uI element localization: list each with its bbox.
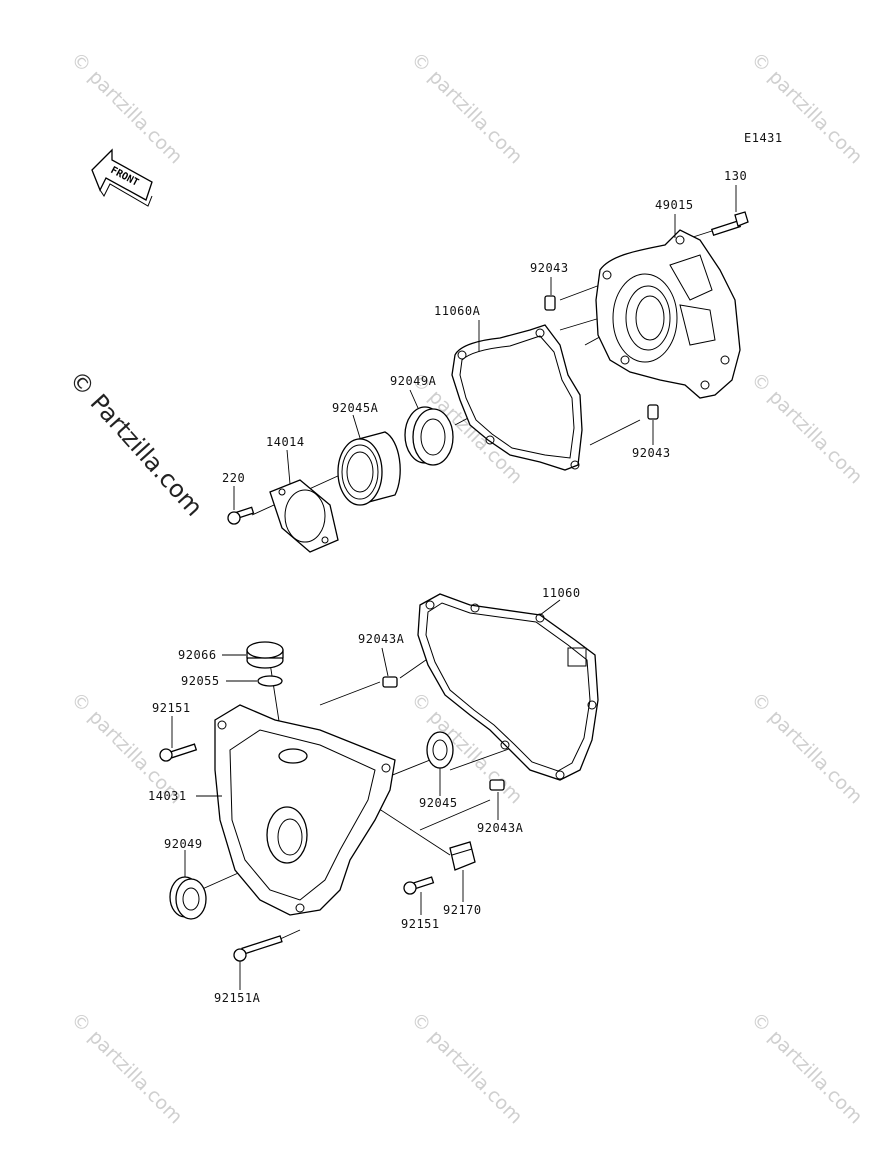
label-14031[interactable]: 14031 — [148, 789, 187, 803]
label-14014[interactable]: 14014 — [266, 435, 305, 449]
label-220[interactable]: 220 — [222, 471, 245, 485]
dowel-92043A-top[interactable] — [382, 676, 398, 688]
label-92043A-bottom[interactable]: 92043A — [477, 821, 524, 835]
dowel-92043-bottom[interactable] — [647, 404, 659, 420]
rear-case-cover-49015[interactable] — [595, 229, 741, 399]
watermarks: © partzilla.com © partzilla.com © partzi… — [64, 48, 867, 1128]
label-92151A[interactable]: 92151A — [214, 991, 261, 1005]
watermark: © partzilla.com — [406, 48, 526, 168]
clamp-92170[interactable] — [449, 841, 476, 871]
label-49015[interactable]: 49015 — [655, 198, 694, 212]
plug-92066[interactable] — [246, 641, 284, 669]
diagram-code: E1431 — [744, 131, 783, 145]
bolt-220[interactable] — [227, 506, 255, 525]
label-92151-bottom[interactable]: 92151 — [401, 917, 440, 931]
cover-plate-14014[interactable] — [269, 479, 339, 553]
label-92170[interactable]: 92170 — [443, 903, 482, 917]
bolt-92151-bottom[interactable] — [403, 876, 435, 895]
oil-seal-92049A[interactable] — [404, 406, 454, 466]
watermark: © partzilla.com — [746, 688, 866, 808]
o-ring-92055[interactable] — [257, 675, 283, 687]
dowel-92043-top[interactable] — [544, 295, 556, 311]
label-92043-bottom[interactable]: 92043 — [632, 446, 671, 460]
gasket-11060A[interactable] — [451, 324, 583, 471]
bearing-92045A[interactable] — [337, 431, 401, 506]
label-92045[interactable]: 92045 — [419, 796, 458, 810]
watermark: © partzilla.com — [66, 1008, 186, 1128]
label-92055[interactable]: 92055 — [181, 674, 220, 688]
bearing-92045[interactable] — [426, 731, 454, 769]
watermark-main: © Partzilla.com — [64, 365, 209, 521]
label-92043A-top[interactable]: 92043A — [358, 632, 405, 646]
watermark: © partzilla.com — [746, 1008, 866, 1128]
watermark: © partzilla.com — [66, 48, 186, 168]
label-92151-left[interactable]: 92151 — [152, 701, 191, 715]
watermark: © partzilla.com — [746, 48, 866, 168]
bolt-92151A[interactable] — [233, 935, 283, 962]
watermark: © partzilla.com — [746, 368, 866, 488]
part-labels: 130 49015 92043 11060A 92049A 92045A 140… — [148, 169, 747, 1005]
label-92043-top[interactable]: 92043 — [530, 261, 569, 275]
label-92049[interactable]: 92049 — [164, 837, 203, 851]
label-11060A[interactable]: 11060A — [434, 304, 481, 318]
gasket-11060[interactable] — [417, 593, 599, 781]
right-crankcase-cover-14031[interactable] — [214, 704, 396, 916]
oil-seal-92049[interactable] — [169, 876, 207, 920]
label-92045A[interactable]: 92045A — [332, 401, 379, 415]
label-92049A[interactable]: 92049A — [390, 374, 437, 388]
bolt-92151-left[interactable] — [159, 743, 198, 762]
watermark: © partzilla.com — [406, 1008, 526, 1128]
front-arrow-icon: FRONT — [91, 148, 153, 207]
label-11060[interactable]: 11060 — [542, 586, 581, 600]
label-92066[interactable]: 92066 — [178, 648, 217, 662]
bolt-130[interactable] — [710, 211, 749, 236]
leader-lines — [171, 185, 737, 990]
label-130[interactable]: 130 — [724, 169, 747, 183]
dowel-92043A-bottom[interactable] — [489, 779, 505, 791]
